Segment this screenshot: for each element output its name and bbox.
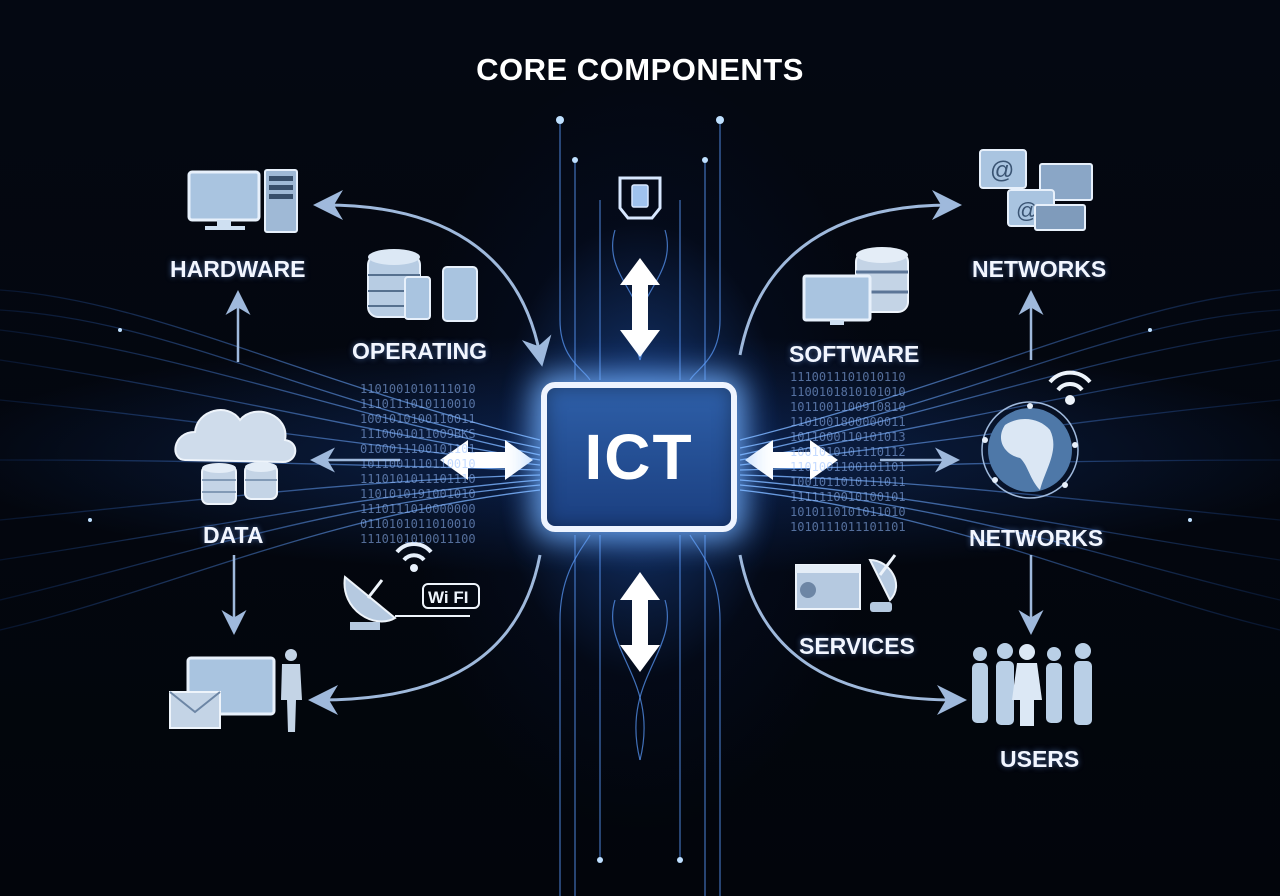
calendar-satellite-icon (795, 554, 897, 612)
satellite-wifi-icon: Wi FI (343, 541, 480, 630)
binary-stream-right: 1110011101010110 1100101810101010 101100… (790, 370, 906, 534)
ict-center-node: ICT (541, 382, 737, 532)
double-arrows (440, 258, 838, 672)
presenter-monitor-icon (169, 649, 302, 732)
monitor-database-icon (802, 247, 909, 325)
wifi-text: Wi FI (428, 588, 468, 607)
label-operating: OPERATING (352, 338, 488, 364)
label-networks-top: NETWORKS (972, 256, 1107, 282)
label-software: SOFTWARE (789, 341, 920, 367)
phone-chip-icon (618, 176, 662, 220)
database-devices-icon (367, 249, 478, 322)
diagram-title: CORE COMPONENTS (476, 52, 804, 87)
svg-text:@: @ (990, 157, 1014, 184)
label-networks-middle: NETWORKS (969, 525, 1104, 551)
ict-label: ICT (584, 421, 694, 493)
label-hardware: HARDWARE (170, 256, 306, 282)
svg-text:@: @ (1016, 198, 1038, 223)
cloud-database-icon (174, 409, 297, 505)
computer-tower-icon (187, 169, 298, 233)
label-users: USERS (1000, 746, 1080, 772)
label-data: DATA (203, 522, 264, 548)
binary-stream-left: 1101001010111010 1110111010110010 100101… (360, 382, 476, 546)
email-windows-icon: @ @ (979, 149, 1093, 231)
globe-network-icon (981, 370, 1092, 499)
label-services: SERVICES (799, 633, 915, 659)
people-group-icon (972, 643, 1092, 726)
